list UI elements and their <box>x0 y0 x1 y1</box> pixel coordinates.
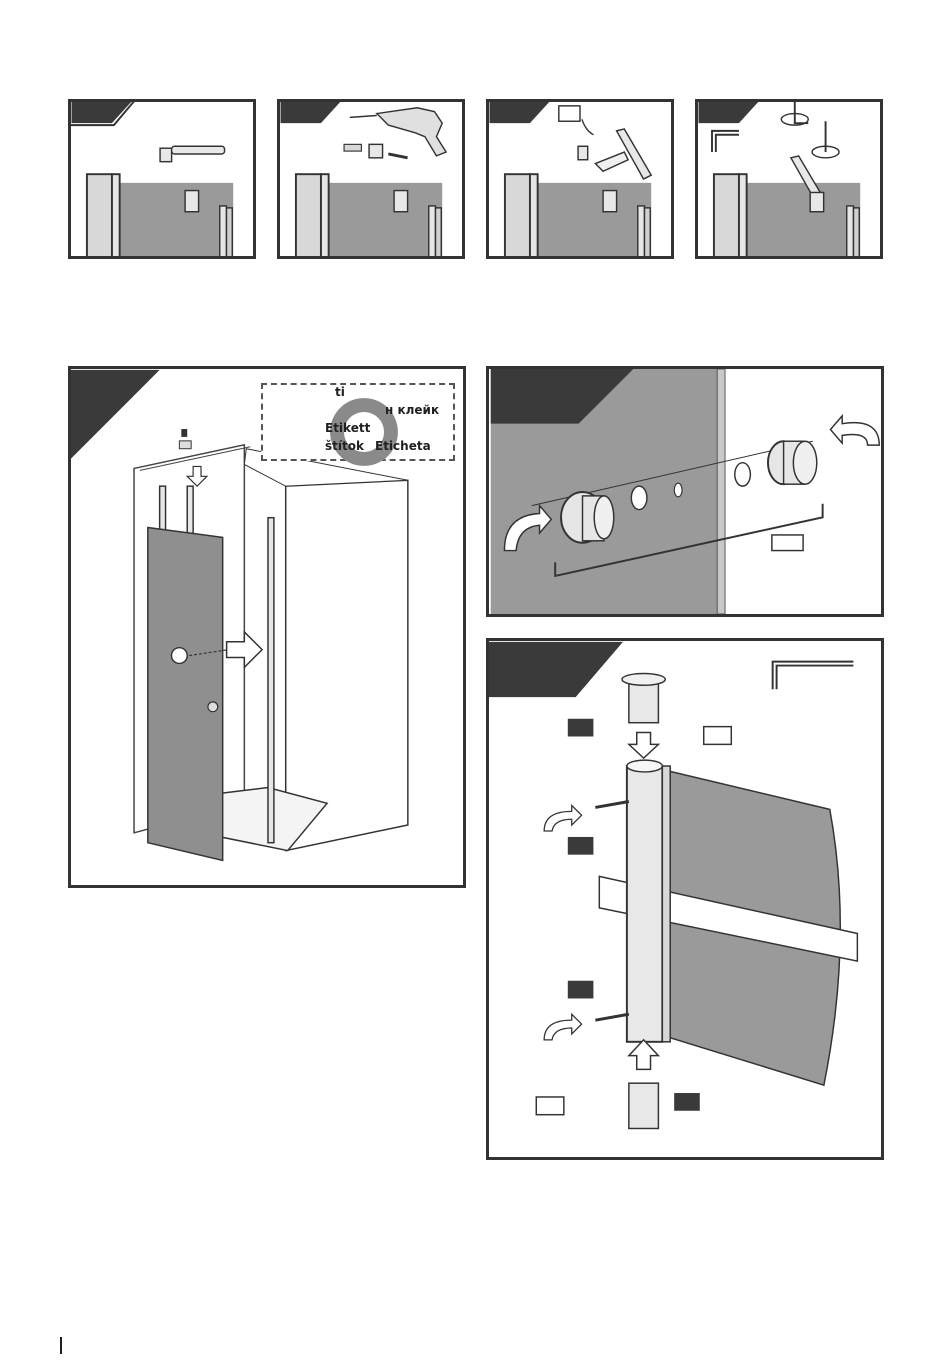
arrow-up-icon <box>629 1040 659 1070</box>
rotate-arrow-icon <box>781 102 839 158</box>
rotate-icon <box>544 1014 581 1040</box>
step-badge <box>568 837 594 855</box>
page-marker <box>60 1337 62 1354</box>
arrow-right-icon <box>227 632 262 667</box>
label-box <box>772 535 803 551</box>
sticker-legend: ti н клейк Etikett štítok Eticheta <box>261 383 455 461</box>
arm-icon <box>595 129 651 179</box>
screw-anchor-icon <box>344 144 408 157</box>
screw-icon <box>595 801 628 807</box>
label-box <box>704 727 732 745</box>
step-badge <box>674 1093 700 1111</box>
step-panel-2 <box>277 99 465 259</box>
sticker-marker-icon <box>171 648 187 664</box>
clamp-icon <box>160 146 224 161</box>
step-panel-4 <box>695 99 883 259</box>
sticker-label-5: Eticheta <box>375 439 431 453</box>
sticker-label-1: ti <box>335 385 345 399</box>
knob-assembly-panel <box>486 366 884 617</box>
step-4-illustration <box>698 102 880 256</box>
sticker-label-2: н клейк <box>385 403 439 417</box>
step-badge <box>568 719 594 737</box>
sticker-label-3: Etikett <box>325 421 370 435</box>
profile-fitting-illustration <box>489 641 881 1157</box>
profile-fitting-panel <box>486 638 884 1160</box>
step-badge <box>568 981 594 999</box>
step-1-illustration <box>71 102 253 256</box>
step-panel-1 <box>68 99 256 259</box>
label-box <box>559 106 580 121</box>
drill-icon <box>350 108 446 156</box>
arrow-down-icon <box>629 733 659 759</box>
step-3-illustration <box>489 102 671 256</box>
door-assembly-panel: ti н клейк Etikett štítok Eticheta <box>68 366 466 888</box>
knob-assembly-illustration <box>489 369 881 614</box>
step-panel-3 <box>486 99 674 259</box>
screw-icon <box>595 1014 628 1020</box>
hex-key-icon <box>712 131 739 152</box>
label-box <box>536 1097 564 1115</box>
rotate-right-icon <box>830 416 879 445</box>
sticker-label-4: štítok <box>325 439 364 453</box>
step-2-illustration <box>280 102 462 256</box>
rotate-icon <box>544 805 581 831</box>
